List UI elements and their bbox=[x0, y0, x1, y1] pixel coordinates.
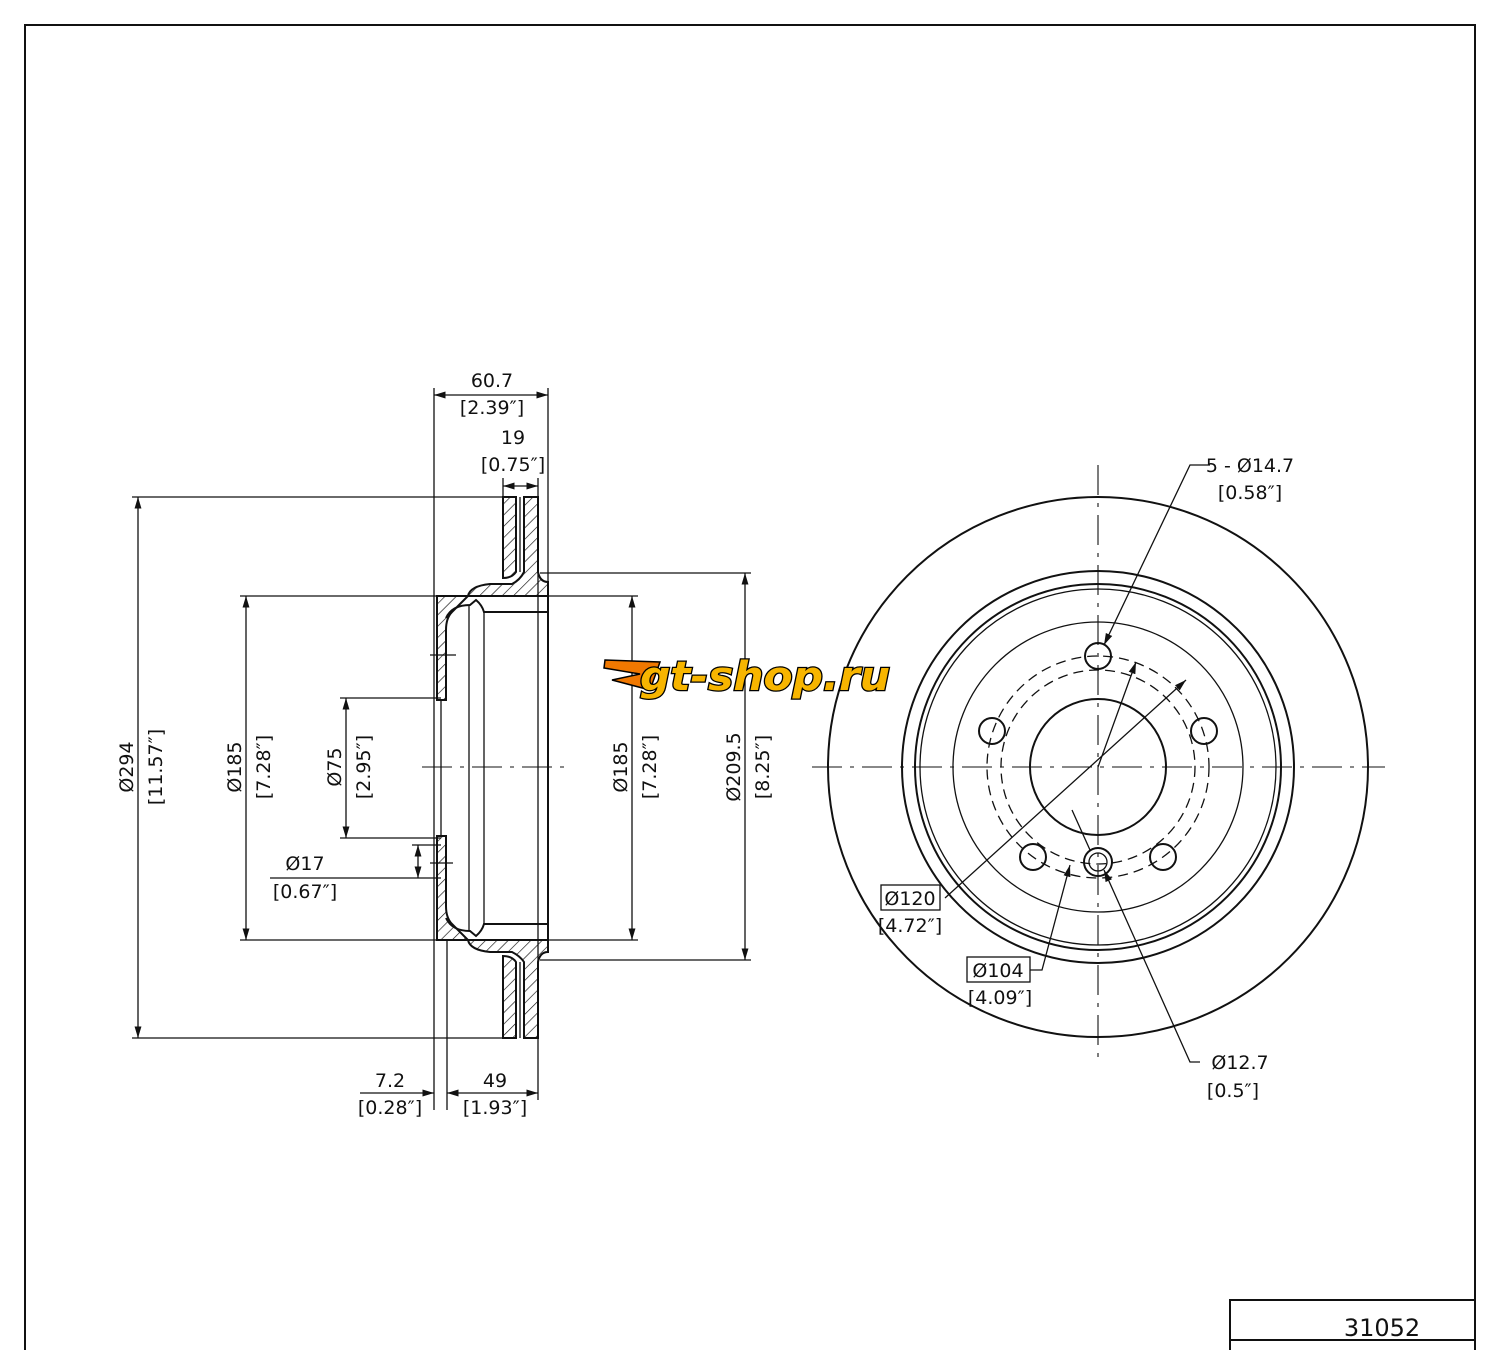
part-number: 31052 bbox=[1344, 1314, 1420, 1342]
outer-diameter-mm: Ø294 bbox=[116, 741, 138, 792]
front-view: 5 - Ø14.7 [0.58″] Ø120 [4.72″] Ø104 [4.0… bbox=[812, 455, 1385, 1102]
hat-diameter-right-in: [7.28″] bbox=[639, 735, 661, 799]
hat-height-in: [1.93″] bbox=[463, 1097, 527, 1119]
pilot-circle-in: [4.09″] bbox=[968, 987, 1032, 1009]
pilot-circle-mm: Ø104 bbox=[972, 960, 1023, 982]
outer-diameter-in: [11.57″] bbox=[145, 729, 167, 805]
hat-wall-mm: 7.2 bbox=[375, 1070, 405, 1092]
hat-height-mm: 49 bbox=[483, 1070, 507, 1092]
bolt-holes-mm: 5 - Ø14.7 bbox=[1206, 455, 1294, 477]
pin-hole-mm: Ø12.7 bbox=[1211, 1052, 1268, 1074]
center-bore bbox=[1029, 698, 1167, 836]
pin-hole bbox=[1083, 847, 1113, 877]
drawing-frame bbox=[24, 24, 1476, 1350]
side-section-view bbox=[422, 496, 565, 1039]
side-view-dimensions: 60.7 [2.39″] 19 [0.75″] Ø294 [11.57″] Ø1… bbox=[116, 370, 774, 1119]
bolt-holes bbox=[978, 642, 1218, 871]
gt-shop-logo-watermark: gt-shop.ru bbox=[603, 653, 891, 701]
small-hole-mm: Ø17 bbox=[285, 853, 324, 875]
center-bore-in: [2.95″] bbox=[353, 735, 375, 799]
title-block: 31052 bbox=[1229, 1299, 1475, 1350]
hat-wall-in: [0.28″] bbox=[358, 1097, 422, 1119]
bolt-circle-in: [4.72″] bbox=[878, 915, 942, 937]
rotor-thickness-mm: 19 bbox=[501, 427, 525, 449]
svg-text:gt-shop.ru: gt-shop.ru bbox=[640, 654, 890, 700]
overall-width-in: [2.39″] bbox=[460, 397, 524, 419]
rotor-outer-edge bbox=[827, 496, 1369, 1038]
inner-ring-diameter-mm: Ø209.5 bbox=[723, 732, 745, 801]
rotor-thickness-in: [0.75″] bbox=[481, 454, 545, 476]
small-hole-in: [0.67″] bbox=[273, 881, 337, 903]
pin-hole-in: [0.5″] bbox=[1207, 1080, 1259, 1102]
bolt-circle-mm: Ø120 bbox=[884, 888, 935, 910]
inner-ring-diameter-in: [8.25″] bbox=[752, 735, 774, 799]
hat-diameter-left-in: [7.28″] bbox=[253, 735, 275, 799]
overall-width-mm: 60.7 bbox=[471, 370, 513, 392]
hat-diameter-left-mm: Ø185 bbox=[224, 741, 246, 792]
hat-diameter-right-mm: Ø185 bbox=[610, 741, 632, 792]
center-bore-mm: Ø75 bbox=[324, 747, 346, 786]
bolt-holes-in: [0.58″] bbox=[1218, 482, 1282, 504]
